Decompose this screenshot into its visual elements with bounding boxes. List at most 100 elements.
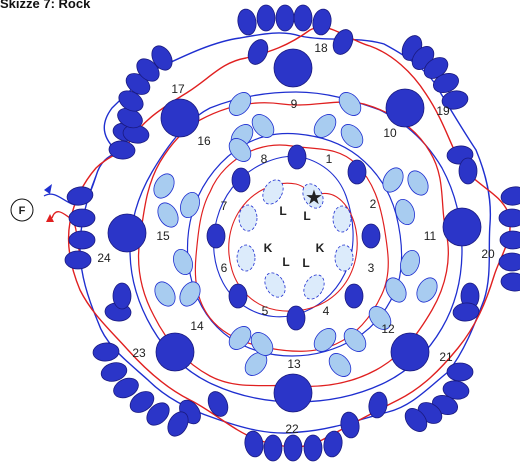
thread-red-outer	[67, 26, 511, 448]
outer-bead-42	[112, 282, 132, 310]
large-bead-4	[390, 332, 430, 372]
start-label: F	[19, 205, 26, 217]
start-marker	[10, 198, 34, 222]
bead-number-7: 7	[221, 199, 228, 213]
bead-number-21: 21	[439, 350, 453, 364]
outer-bead-37	[129, 391, 155, 413]
middle-bead-5	[286, 305, 306, 331]
outer-bead-14	[500, 186, 520, 206]
large-bead-7	[107, 213, 147, 253]
bead-number-8: 8	[261, 152, 268, 166]
outer-bead-43	[66, 186, 94, 206]
light-bead-17	[228, 326, 252, 350]
outer-bead-35	[167, 411, 189, 437]
diagram-title: Skizze 7: Rock	[0, 0, 91, 11]
thread-red-middle	[137, 101, 449, 388]
outer-bead-36	[146, 402, 170, 426]
light-bead-23	[153, 173, 175, 199]
inner-bead-5	[303, 274, 325, 300]
outer-bead-18	[500, 272, 520, 292]
bead-number-17: 17	[171, 82, 185, 96]
bead-number-22: 22	[285, 422, 299, 436]
bead-number-2: 2	[370, 197, 377, 211]
center-letter-4: L	[302, 256, 309, 270]
thread-red-center	[228, 182, 358, 312]
large-bead-6	[155, 332, 195, 372]
bead-number-24: 24	[97, 251, 111, 265]
outer-bead-40	[92, 342, 120, 362]
light-bead-11	[416, 277, 438, 303]
outer-bead-6	[332, 29, 354, 55]
outer-bead-54	[151, 45, 173, 71]
inner-bead-3	[332, 205, 352, 233]
light-bead-1	[228, 92, 252, 116]
outer-bead-25	[404, 408, 428, 432]
outer-bead-10	[433, 73, 459, 93]
bead-number-20: 20	[481, 247, 495, 261]
outer-bead-13	[458, 157, 478, 185]
labels: 123456789101112131415161718192021222324L…	[10, 41, 495, 436]
outer-bead-22	[442, 380, 470, 400]
inner-bead-2	[302, 183, 324, 209]
outer-bead-29	[263, 434, 283, 462]
outer-bead-28	[244, 430, 264, 458]
light-bead-7	[382, 167, 404, 193]
arrow-blue-icon	[44, 184, 52, 194]
outer-bead-30	[283, 434, 303, 462]
outer-bead-17	[498, 252, 520, 272]
middle-bead-1	[287, 144, 307, 170]
inner-bead-6	[264, 272, 286, 298]
bead-number-3: 3	[368, 261, 375, 275]
inner-bead-1	[262, 179, 284, 205]
light-bead-3	[313, 114, 337, 138]
light-bead-4	[338, 92, 362, 116]
outer-bead-21	[446, 362, 474, 382]
inner-bead-8	[238, 204, 258, 232]
outer-bead-15	[498, 208, 520, 228]
light-bead-14	[343, 328, 367, 352]
outer-bead-31	[303, 434, 323, 462]
thread-red-inner	[194, 144, 389, 352]
outer-bead-1	[237, 8, 257, 36]
light-bead-21	[173, 249, 193, 275]
large-bead-5	[273, 373, 313, 413]
bead-number-18: 18	[314, 41, 328, 55]
light-bead-25	[313, 328, 337, 352]
light-bead-20	[154, 281, 176, 307]
outer-bead-16	[499, 230, 520, 250]
outer-bead-3	[275, 4, 295, 32]
outer-bead-11	[441, 90, 469, 110]
arrow-red-icon	[46, 214, 54, 222]
bead-number-23: 23	[132, 346, 146, 360]
outer-bead-27	[340, 411, 360, 439]
large-bead-3	[442, 207, 482, 247]
outer-bead-46	[64, 250, 92, 270]
center-letter-3: L	[282, 255, 289, 269]
bead-number-13: 13	[287, 357, 301, 371]
bead-number-10: 10	[383, 126, 397, 140]
middle-bead-6	[228, 283, 248, 309]
light-bead-12	[385, 277, 407, 303]
center-letter-6: K	[316, 241, 325, 255]
bead-number-15: 15	[156, 229, 170, 243]
center-letter-5: K	[264, 241, 273, 255]
outer-bead-45	[68, 230, 96, 250]
inner-bead-4	[334, 244, 354, 272]
outer-bead-47	[108, 140, 136, 160]
light-bead-19	[179, 281, 201, 307]
outer-bead-26	[368, 391, 388, 419]
large-bead-1	[273, 48, 313, 88]
bead-number-4: 4	[323, 304, 330, 318]
light-bead-2	[251, 114, 275, 138]
outer-bead-44	[68, 208, 96, 228]
outer-bead-20	[452, 302, 480, 322]
bead-number-19: 19	[436, 104, 450, 118]
middle-bead-8	[231, 167, 251, 193]
outer-bead-32	[323, 430, 343, 458]
start-star-icon: ★	[305, 187, 323, 209]
outer-bead-55	[247, 39, 269, 65]
center-letter-1: L	[279, 204, 286, 218]
outer-bead-39	[100, 362, 128, 382]
bead-number-9: 9	[291, 97, 298, 111]
